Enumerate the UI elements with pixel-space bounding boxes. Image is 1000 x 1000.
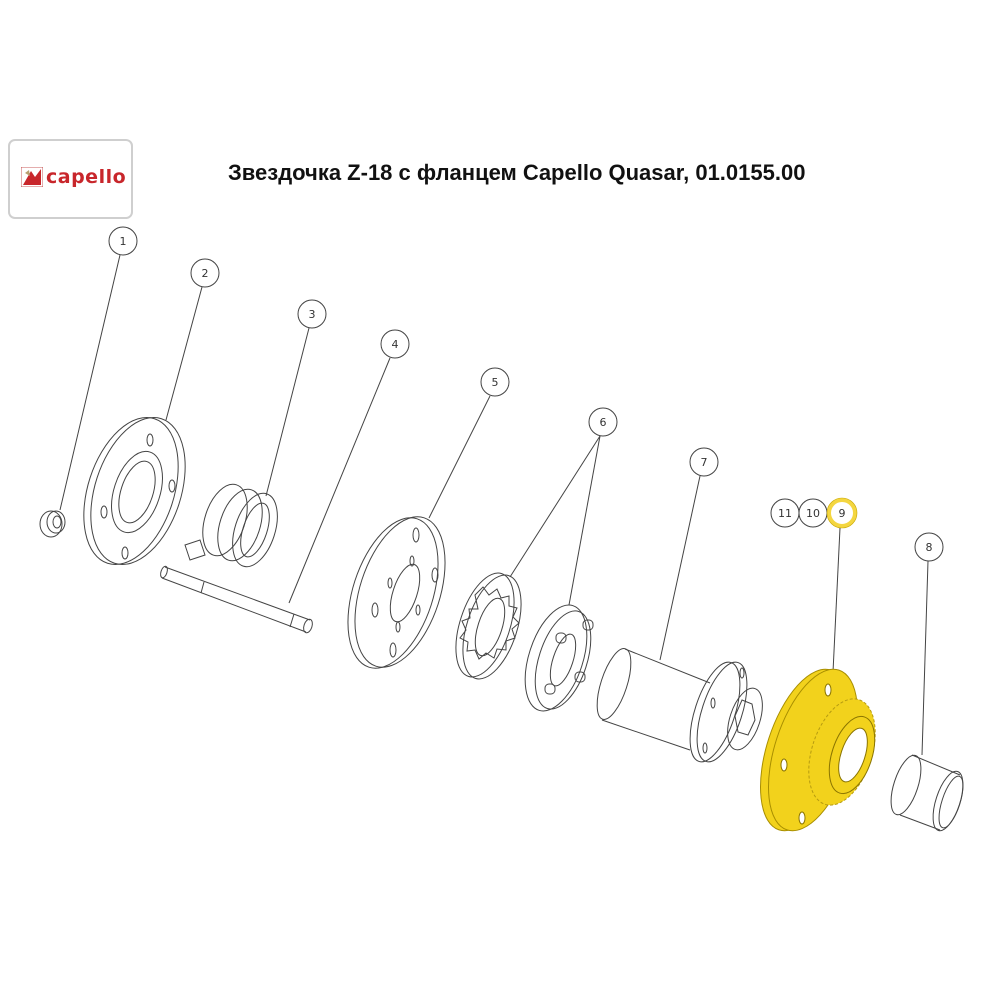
clutch-rings-icon [455, 572, 594, 712]
callout-11[interactable]: 11 [770, 498, 800, 528]
capello-logo-mark-icon [21, 167, 43, 187]
callout-2[interactable]: 2 [165, 258, 220, 421]
svg-text:9: 9 [839, 507, 846, 520]
flange-plate-icon [83, 417, 186, 565]
hex-hub-icon [596, 648, 763, 763]
logo-text: capello [46, 166, 127, 188]
disc-plate-icon [347, 516, 446, 669]
svg-text:2: 2 [202, 267, 209, 280]
sprocket-flange-icon [760, 668, 876, 832]
svg-text:5: 5 [492, 376, 499, 389]
brand-logo: capello [8, 139, 133, 219]
page-title: Звездочка Z-18 с фланцем Capello Quasar,… [228, 160, 806, 185]
svg-text:3: 3 [309, 308, 316, 321]
svg-text:8: 8 [926, 541, 933, 554]
callout-10[interactable]: 10 [798, 498, 828, 528]
svg-text:11: 11 [778, 507, 792, 520]
svg-text:10: 10 [806, 507, 820, 520]
svg-text:1: 1 [120, 235, 127, 248]
callout-6[interactable]: 6 [509, 407, 618, 606]
svg-text:6: 6 [600, 416, 607, 429]
nut-icon [39, 510, 66, 538]
torsion-spring-icon [184, 483, 278, 568]
callout-7[interactable]: 7 [659, 447, 719, 661]
callout-9[interactable]: 9 [826, 497, 858, 673]
callout-4[interactable]: 4 [288, 329, 410, 604]
pin-shaft-icon [160, 565, 313, 634]
callout-1[interactable]: 1 [59, 226, 138, 511]
svg-text:4: 4 [392, 338, 399, 351]
bushing-icon [890, 754, 964, 832]
callout-3[interactable]: 3 [265, 299, 327, 497]
callout-8[interactable]: 8 [914, 532, 944, 756]
svg-text:7: 7 [701, 456, 708, 469]
callout-5[interactable]: 5 [428, 367, 510, 519]
